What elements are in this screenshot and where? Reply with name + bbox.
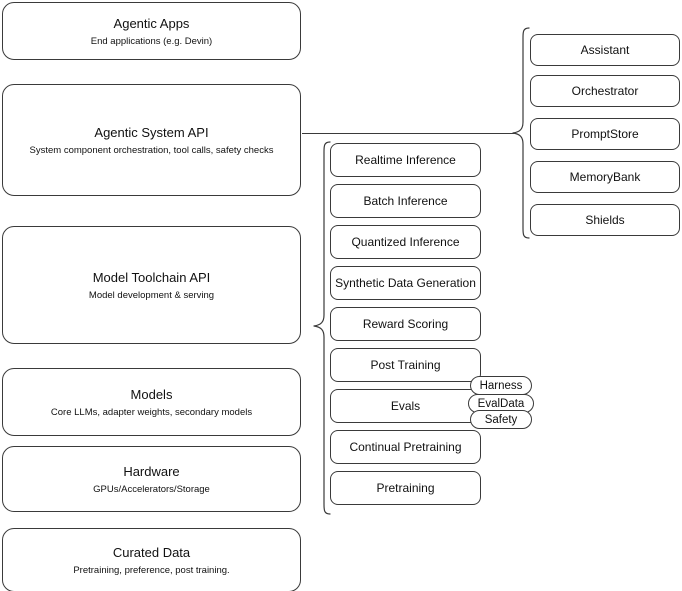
stack-layer-model-toolchain-api[interactable]: Model Toolchain API Model development & …	[2, 226, 301, 344]
system-component-shields[interactable]: Shields	[530, 204, 680, 236]
component-label: Quantized Inference	[351, 235, 460, 249]
component-label: Shields	[585, 213, 625, 227]
badge-label: Safety	[484, 413, 518, 426]
toolchain-component-continual-pretraining[interactable]: Continual Pretraining	[330, 430, 481, 464]
stack-layer-agentic-apps[interactable]: Agentic Apps End applications (e.g. Devi…	[2, 2, 301, 60]
layer-subtitle: GPUs/Accelerators/Storage	[93, 483, 210, 495]
component-label: Realtime Inference	[355, 153, 456, 167]
system-component-assistant[interactable]: Assistant	[530, 34, 680, 66]
evals-badge-safety[interactable]: Safety	[470, 410, 532, 429]
evals-badge-harness[interactable]: Harness	[470, 376, 532, 395]
badge-label: Harness	[479, 379, 523, 392]
toolchain-component-post-training[interactable]: Post Training	[330, 348, 481, 382]
component-label: Batch Inference	[363, 194, 448, 208]
toolchain-component-evals[interactable]: Evals	[330, 389, 481, 423]
brace-system-components	[511, 26, 531, 242]
component-label: Synthetic Data Generation	[335, 276, 476, 290]
layer-subtitle: Core LLMs, adapter weights, secondary mo…	[50, 406, 253, 418]
toolchain-component-batch-inference[interactable]: Batch Inference	[330, 184, 481, 218]
layer-subtitle: Model development & serving	[88, 289, 215, 301]
layer-title: Hardware	[123, 463, 180, 479]
stack-layer-curated-data[interactable]: Curated Data Pretraining, preference, po…	[2, 528, 301, 591]
layer-title: Agentic System API	[94, 124, 209, 140]
layer-title: Models	[130, 386, 173, 402]
stack-layer-models[interactable]: Models Core LLMs, adapter weights, secon…	[2, 368, 301, 436]
toolchain-component-realtime-inference[interactable]: Realtime Inference	[330, 143, 481, 177]
toolchain-component-reward-scoring[interactable]: Reward Scoring	[330, 307, 481, 341]
layer-subtitle: End applications (e.g. Devin)	[90, 35, 213, 47]
badge-label: EvalData	[477, 397, 525, 410]
toolchain-component-synthetic-data-generation[interactable]: Synthetic Data Generation	[330, 266, 481, 300]
system-component-promptstore[interactable]: PromptStore	[530, 118, 680, 150]
layer-title: Model Toolchain API	[92, 269, 211, 285]
component-label: Reward Scoring	[362, 317, 449, 331]
connector-system-api-to-components	[302, 133, 515, 135]
brace-toolchain	[312, 140, 332, 518]
layer-subtitle: Pretraining, preference, post training.	[73, 564, 230, 576]
layer-subtitle: System component orchestration, tool cal…	[29, 144, 274, 156]
layer-title: Agentic Apps	[113, 15, 190, 31]
toolchain-component-quantized-inference[interactable]: Quantized Inference	[330, 225, 481, 259]
layer-title: Curated Data	[112, 544, 191, 560]
system-component-memorybank[interactable]: MemoryBank	[530, 161, 680, 193]
component-label: Assistant	[580, 43, 630, 57]
toolchain-component-pretraining[interactable]: Pretraining	[330, 471, 481, 505]
component-label: Post Training	[370, 358, 441, 372]
component-label: Continual Pretraining	[349, 440, 462, 454]
component-label: MemoryBank	[569, 170, 641, 184]
component-label: Orchestrator	[571, 84, 639, 98]
component-label: PromptStore	[571, 127, 639, 141]
stack-layer-agentic-system-api[interactable]: Agentic System API System component orch…	[2, 84, 301, 196]
component-label: Pretraining	[376, 481, 435, 495]
component-label: Evals	[390, 399, 421, 413]
system-component-orchestrator[interactable]: Orchestrator	[530, 75, 680, 107]
stack-layer-hardware[interactable]: Hardware GPUs/Accelerators/Storage	[2, 446, 301, 512]
